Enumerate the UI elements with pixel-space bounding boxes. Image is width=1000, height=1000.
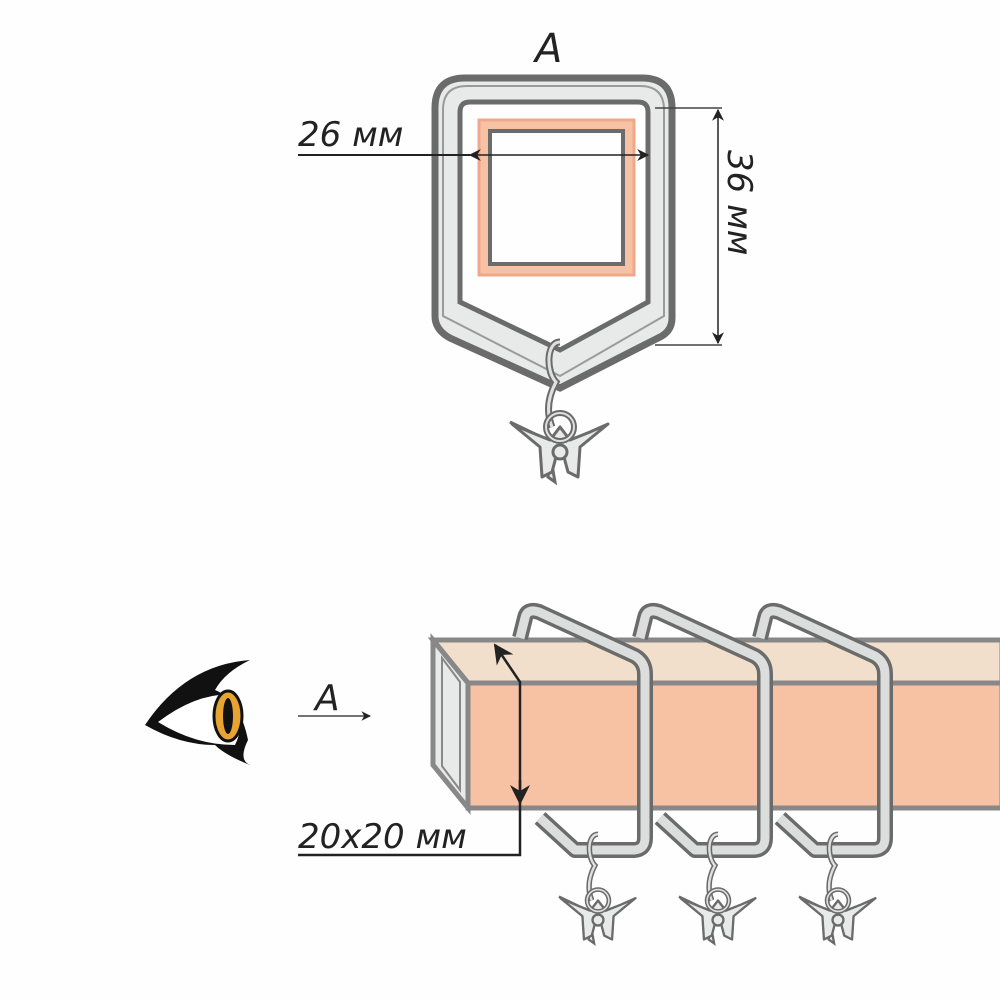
rod: [427, 632, 1000, 816]
width-label: 26 мм: [298, 115, 403, 155]
eye-icon: [145, 660, 250, 765]
rod-dimension: 20x20 мм: [298, 643, 530, 857]
view-label: A: [532, 26, 562, 72]
height-dimension: 36 мм: [655, 107, 759, 346]
view-arrow-label: A: [313, 678, 340, 719]
rod-cross-section: [477, 118, 636, 277]
rod-label: 20x20 мм: [298, 817, 467, 857]
width-dimension: 26 мм: [298, 115, 650, 161]
height-label: 36 мм: [719, 150, 759, 255]
